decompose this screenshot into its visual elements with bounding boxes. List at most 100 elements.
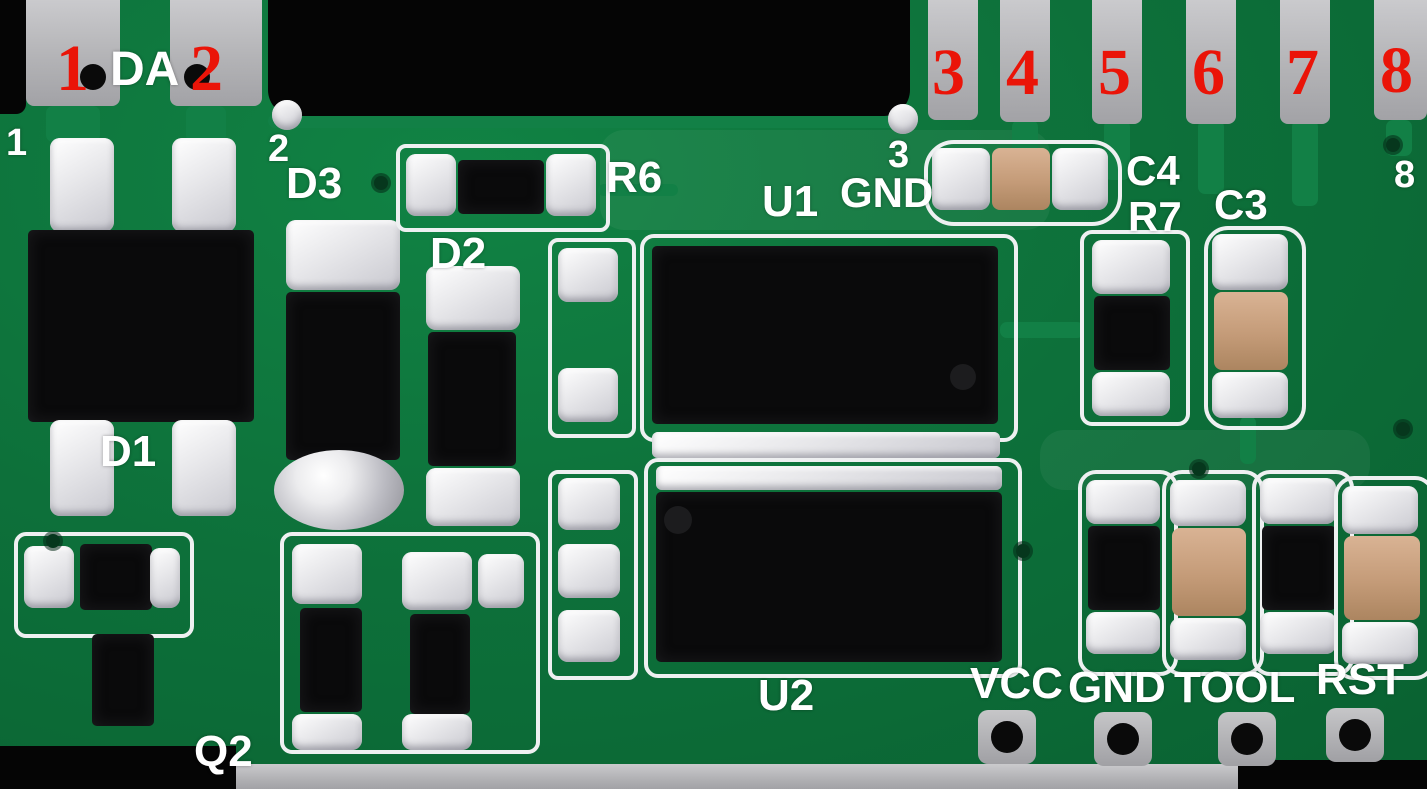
trace	[1292, 120, 1318, 206]
label-r6: R6	[606, 153, 663, 202]
solder-pad	[1342, 486, 1418, 534]
d2-pad	[426, 468, 520, 526]
pin-number-4: 4	[1006, 36, 1039, 109]
label-r7: R7	[1128, 193, 1182, 240]
label-gnd: GND	[1068, 663, 1166, 712]
u2-pad-row	[656, 466, 1002, 490]
edge-pad-6	[1186, 0, 1236, 124]
trace	[1000, 322, 1084, 338]
trace	[186, 106, 226, 142]
via	[374, 176, 388, 190]
solder-pad	[292, 544, 362, 604]
edge-pad-hole	[184, 64, 210, 90]
pin-number-3: 3	[932, 36, 965, 109]
edge-pad-4	[1000, 0, 1050, 122]
r6-pad	[546, 154, 596, 216]
solder-pad	[1260, 612, 1336, 654]
edge-pad-5	[1092, 0, 1142, 124]
label-rst: RST	[1316, 655, 1404, 704]
solder-pad	[558, 610, 620, 662]
c4-pad	[932, 148, 990, 210]
header-hole	[991, 721, 1023, 753]
label-u2: U2	[758, 671, 815, 720]
q2-pad	[24, 546, 74, 608]
u2-silkscreen-outline	[644, 458, 1022, 678]
solder-pad	[1170, 480, 1246, 526]
castellated-pad	[888, 104, 918, 134]
d3-pad	[286, 220, 400, 290]
board-corner-cutout	[0, 746, 236, 789]
pin-number-7: 7	[1286, 36, 1319, 109]
via	[46, 534, 60, 548]
d3-body	[286, 292, 400, 460]
label-u1: U1	[762, 177, 819, 226]
via	[1192, 462, 1206, 476]
u2-pin1-dot	[664, 506, 692, 534]
solder-pad	[558, 248, 618, 302]
trace	[268, 114, 910, 128]
solder-pad	[1170, 618, 1246, 660]
d3-solder-blob	[274, 450, 404, 530]
trace	[46, 106, 100, 142]
solder-pad	[478, 554, 524, 608]
solder-pad	[1342, 622, 1418, 664]
edge-pad-hole	[80, 64, 106, 90]
u2-body	[656, 492, 1002, 662]
transistor-body	[300, 608, 362, 712]
header-hole	[1107, 723, 1139, 755]
c4-pad	[1052, 148, 1108, 210]
footprint-outline	[548, 238, 636, 438]
label-c4: C4	[1126, 147, 1180, 194]
pin-number-1: 1	[56, 32, 89, 105]
d1-pad	[172, 420, 236, 516]
label-tool: TOOL	[1174, 663, 1296, 712]
c4-body	[992, 148, 1050, 210]
r6-body	[458, 160, 544, 214]
castellated-pad	[272, 100, 302, 130]
capacitor-body	[1172, 528, 1246, 616]
edge-pad-7	[1280, 0, 1330, 124]
resistor-body	[1088, 526, 1160, 610]
bottom-edge-plating	[236, 764, 1238, 789]
solder-pad	[558, 544, 620, 598]
q2-pad	[150, 548, 180, 608]
label-d1: D1	[100, 427, 157, 476]
d1-body	[28, 230, 254, 422]
edge-pad-2	[170, 0, 262, 106]
r6-pad	[406, 154, 456, 216]
u1-body	[652, 246, 998, 424]
u1-pin1-dot	[950, 364, 976, 390]
board-top-notch	[268, 0, 910, 116]
u1-pad-row	[652, 432, 1000, 458]
capacitor-body	[1344, 536, 1420, 620]
board-corner-cutout	[0, 0, 26, 114]
solder-pad	[1086, 612, 1160, 654]
pin-number-5: 5	[1098, 36, 1131, 109]
footprint-outline	[1334, 476, 1427, 680]
header-hole	[1231, 723, 1263, 755]
silk-pin-3: 3	[888, 134, 910, 176]
label-d3: D3	[286, 159, 343, 208]
d2-pad	[426, 266, 520, 330]
header-hole	[1339, 719, 1371, 751]
resistor-body	[1262, 526, 1336, 610]
solder-pad	[402, 552, 472, 610]
r7-silkscreen-outline	[1080, 230, 1190, 426]
d2-body	[428, 332, 516, 466]
q2-body-lower	[92, 634, 154, 726]
solder-pad	[558, 478, 620, 530]
r7-body	[1094, 296, 1170, 370]
pin-number-2: 2	[190, 32, 223, 105]
edge-pad-3	[928, 0, 978, 120]
silk-pin-8: 8	[1394, 154, 1416, 196]
silk-pin-1: 1	[6, 122, 28, 164]
d1-pad	[50, 138, 114, 232]
pin-number-8: 8	[1380, 34, 1413, 107]
trace	[598, 184, 678, 196]
via	[1386, 138, 1400, 152]
via	[1396, 422, 1410, 436]
footprint-outline	[280, 532, 540, 754]
solder-pad	[558, 368, 618, 422]
trace	[1198, 120, 1224, 194]
